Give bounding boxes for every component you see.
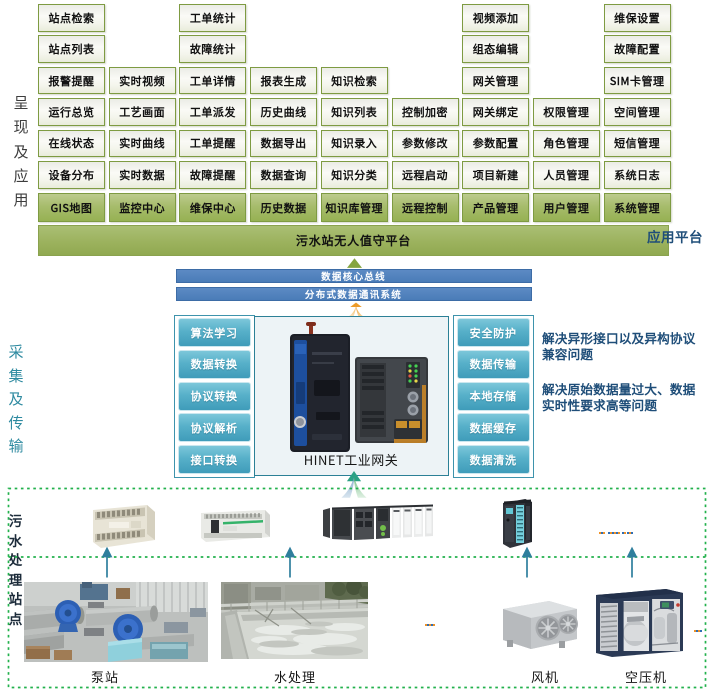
distributed-comm-bar: 分布式数据通讯系统 [175,286,532,301]
equipment-label-water-treatment: 水处理 [273,667,316,686]
site-layer-label: 污水处理站点 [8,510,23,628]
gateway-function-button: 安全防护 [457,318,530,347]
feature-box: 数据查询 [250,161,318,189]
site-up-arrows [101,546,638,578]
feature-box: 工单派发 [179,98,247,126]
feature-box: 项目新建 [462,161,530,189]
plc-photo-compact-beige [93,505,155,548]
feature-box: 网关管理 [462,66,530,95]
feature-box: 实时曲线 [108,129,176,158]
hinet-gateway-device-photo [290,322,350,452]
feature-group-header: 维保中心 [179,193,247,222]
feature-box: 工单统计 [179,4,247,32]
feature-box: 控制加密 [391,98,459,126]
feature-box: 短信管理 [603,129,671,158]
dashed-border [7,487,707,689]
feature-box: 故障统计 [179,35,247,63]
air-compressor-photo [596,589,683,657]
equipment-label-air-compressor: 空压机 [624,667,667,686]
feature-box: 权限管理 [532,98,600,126]
feature-box: 工艺画面 [108,98,176,126]
feature-box: 实时数据 [108,161,176,189]
presentation-layer-label: 呈现及应用 [13,92,29,211]
feature-box: 历史曲线 [250,98,318,126]
up-arrow-orange-icon [349,302,363,317]
data-core-bus-bar: 数据核心总线 [175,268,532,283]
feature-box: 数据导出 [250,129,318,158]
equipment-label-pump-station: 泵站 [90,667,119,686]
gateway-right-functions-panel: 安全防护数据传输本地存储数据缓存数据清洗 [453,314,534,478]
pump-station-photo [24,582,208,662]
gateway-function-button: 协议转换 [178,381,251,411]
feature-box: 报表生成 [250,66,318,95]
plc-module-device-photo [355,357,428,443]
note-data-volume: 解决原始数据量过大、数据 实时性要求高等问题 [542,379,696,415]
plc-photo-siemens-module [503,499,532,548]
feature-box: 网关绑定 [462,98,530,126]
feature-box: 系统日志 [603,161,671,189]
feature-box: 视频添加 [462,4,530,32]
up-arrow-teal-green-icon [341,470,367,498]
equipment-label-fan: 风机 [530,667,559,686]
gateway-function-button: 数据转换 [178,349,251,379]
gateway-function-button: 数据清洗 [457,445,530,474]
feature-group-header: 监控中心 [108,193,176,222]
water-treatment-photo [221,582,368,659]
feature-group-header: 历史数据 [250,193,318,222]
feature-box: 知识录入 [320,129,388,158]
gateway-function-button: 算法学习 [178,318,251,347]
feature-box: SIM卡管理 [603,66,671,95]
fan-unit-photo [503,601,578,649]
feature-box: 故障提醒 [179,161,247,189]
gateway-function-button: 协议解析 [178,413,251,443]
platform-bar-label: 污水站无人值守平台 [295,232,412,249]
gateway-function-button: 数据传输 [457,349,530,379]
feature-box: 站点检索 [38,4,105,32]
gateway-function-button: 本地存储 [457,381,530,411]
feature-box: 实时视频 [108,66,176,95]
platform-bar: 污水站无人值守平台 [38,225,669,256]
feature-box: 人员管理 [532,161,600,189]
feature-box: 知识列表 [320,98,388,126]
feature-box: 工单详情 [179,66,247,95]
gateway-left-functions-panel: 算法学习数据转换协议转换协议解析接口转换 [174,314,255,478]
feature-box: 知识检索 [320,66,388,95]
feature-group-header: 系统管理 [603,193,671,222]
plc-photo-white-green-stripe [201,510,270,542]
note-interface-compat: 解决异形接口以及异构协议 兼容问题 [542,328,696,364]
plc-photo-rack-system [323,504,433,540]
feature-box: 参数配置 [462,129,530,158]
feature-box: 报警提醒 [38,66,105,95]
feature-box: 角色管理 [532,129,600,158]
feature-group-header: 知识库管理 [320,193,388,222]
site-section-overlay [7,487,707,689]
feature-group-header: 产品管理 [462,193,530,222]
feature-box: 参数修改 [391,129,459,158]
feature-group-header: GIS地图 [38,193,105,222]
application-platform-tag: 应用平台 [647,226,703,246]
feature-box: 运行总览 [38,98,105,126]
feature-group-header: 远程控制 [391,193,459,222]
feature-box: 设备分布 [38,161,105,189]
feature-box: 故障配置 [603,35,671,63]
feature-box: 远程启动 [391,161,459,189]
feature-box: 在线状态 [38,129,105,158]
feature-box: 知识分类 [320,161,388,189]
feature-box: 站点列表 [38,35,105,63]
gateway-function-button: 数据缓存 [457,413,530,443]
feature-group-header: 用户管理 [532,193,600,222]
collection-layer-label: 采集及传输 [8,341,24,456]
gateway-label: HINET工业网关 [303,450,399,469]
feature-box: 组态编辑 [462,35,530,63]
gateway-function-button: 接口转换 [178,445,251,474]
feature-box: 维保设置 [603,4,671,32]
feature-box: 空间管理 [603,98,671,126]
up-arrow-green-icon [347,257,362,268]
feature-box: 工单提醒 [179,129,247,158]
